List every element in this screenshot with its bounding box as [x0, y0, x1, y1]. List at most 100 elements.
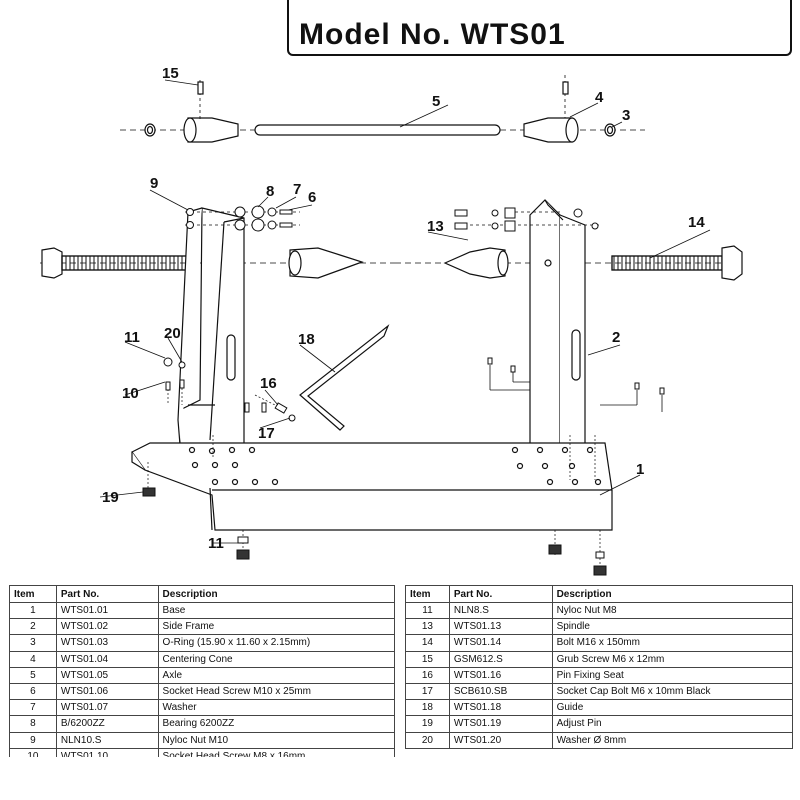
spindle-left — [288, 247, 364, 279]
cell-description: Base — [157, 601, 395, 620]
header-part-no: Part No. — [55, 585, 159, 603]
cell-description: Bearing 6200ZZ — [157, 715, 395, 733]
cell-part-no: NLN8.S — [448, 601, 553, 620]
callout-17: 17 — [258, 425, 275, 442]
centering-cone-right — [523, 117, 573, 143]
adjust-pins — [142, 462, 607, 576]
cell-item: 8 — [9, 715, 57, 733]
cell-part-no: WTS01.13 — [448, 618, 553, 636]
cell-part-no: SCB610.SB — [448, 682, 553, 701]
cell-description: Washer — [157, 699, 395, 717]
callout-5: 5 — [432, 93, 440, 110]
cell-description: Grub Screw M6 x 12mm — [551, 650, 793, 668]
cell-item: 10 — [9, 747, 57, 757]
table-header-row: Item Part No. Description — [405, 585, 793, 603]
left-small-hardware — [163, 357, 296, 422]
cell-item: 14 — [405, 634, 450, 652]
cell-part-no: WTS01.18 — [448, 699, 553, 717]
cell-item: 15 — [405, 650, 450, 668]
callout-9: 9 — [150, 175, 158, 192]
cell-part-no: WTS01.19 — [448, 715, 553, 733]
callouts — [99, 79, 711, 544]
cell-item: 4 — [9, 650, 57, 668]
callout-10: 10 — [122, 385, 139, 402]
cell-description: Side Frame — [157, 618, 395, 636]
header-item: Item — [9, 585, 57, 603]
model-title-box: Model No. WTS01 — [287, 0, 792, 56]
callout-2: 2 — [612, 329, 620, 346]
cell-part-no: WTS01.10 — [55, 747, 159, 757]
cell-item: 13 — [405, 618, 450, 636]
callout-14: 14 — [688, 214, 705, 231]
cell-description: Spindle — [551, 618, 793, 636]
cell-part-no: NLN10.S — [55, 731, 159, 749]
right-frame-hardware — [454, 207, 665, 412]
cell-description: Bolt M16 x 150mm — [551, 634, 793, 652]
callout-labels: 15 5 4 3 9 8 7 6 13 14 11 20 18 2 10 16 … — [102, 65, 705, 552]
cell-item: 20 — [405, 731, 450, 749]
callout-1: 1 — [636, 461, 644, 478]
callout-11-lower: 11 — [208, 535, 224, 552]
cell-item: 3 — [9, 634, 57, 652]
cell-item: 6 — [9, 682, 57, 701]
cell-description: Axle — [157, 666, 395, 684]
cell-item: 18 — [405, 699, 450, 717]
exploded-diagram: 15 5 4 3 9 8 7 6 13 14 11 20 18 2 10 16 … — [40, 65, 745, 576]
cell-part-no: WTS01.05 — [55, 666, 159, 684]
base — [131, 435, 613, 531]
cell-item: 17 — [405, 682, 450, 701]
cell-item: 9 — [9, 731, 57, 749]
guide — [299, 324, 390, 431]
callout-16: 16 — [260, 375, 277, 392]
callout-13: 13 — [427, 218, 444, 235]
cell-description: Socket Head Screw M8 x 16mm — [157, 747, 395, 757]
callout-6: 6 — [308, 189, 316, 206]
cell-part-no: WTS01.16 — [448, 666, 553, 684]
model-title: Model No. WTS01 — [299, 18, 566, 51]
side-frame-left — [177, 207, 245, 446]
cell-description: Nyloc Nut M8 — [551, 601, 793, 620]
grub-screw — [197, 81, 204, 95]
header-item: Item — [405, 585, 450, 603]
cell-description: Washer Ø 8mm — [551, 731, 793, 749]
cell-item: 1 — [9, 601, 57, 620]
spindle-right — [443, 247, 509, 279]
cell-part-no: WTS01.14 — [448, 634, 553, 652]
table-header-row: Item Part No. Description — [9, 585, 395, 603]
cell-part-no: WTS01.03 — [55, 634, 159, 652]
cell-part-no: WTS01.01 — [55, 601, 159, 620]
cell-item: 2 — [9, 618, 57, 636]
cell-item: 5 — [9, 666, 57, 684]
header-description: Description — [157, 585, 395, 603]
cell-description: Guide — [551, 699, 793, 717]
cell-description: Pin Fixing Seat — [551, 666, 793, 684]
cell-part-no: WTS01.07 — [55, 699, 159, 717]
callout-11: 11 — [124, 329, 140, 346]
side-frame-right — [470, 199, 600, 446]
cell-part-no: WTS01.20 — [448, 731, 553, 749]
cell-part-no: WTS01.04 — [55, 650, 159, 668]
axle-assembly — [120, 75, 645, 143]
cell-item: 19 — [405, 715, 450, 733]
cell-description: Socket Head Screw M10 x 25mm — [157, 682, 395, 701]
